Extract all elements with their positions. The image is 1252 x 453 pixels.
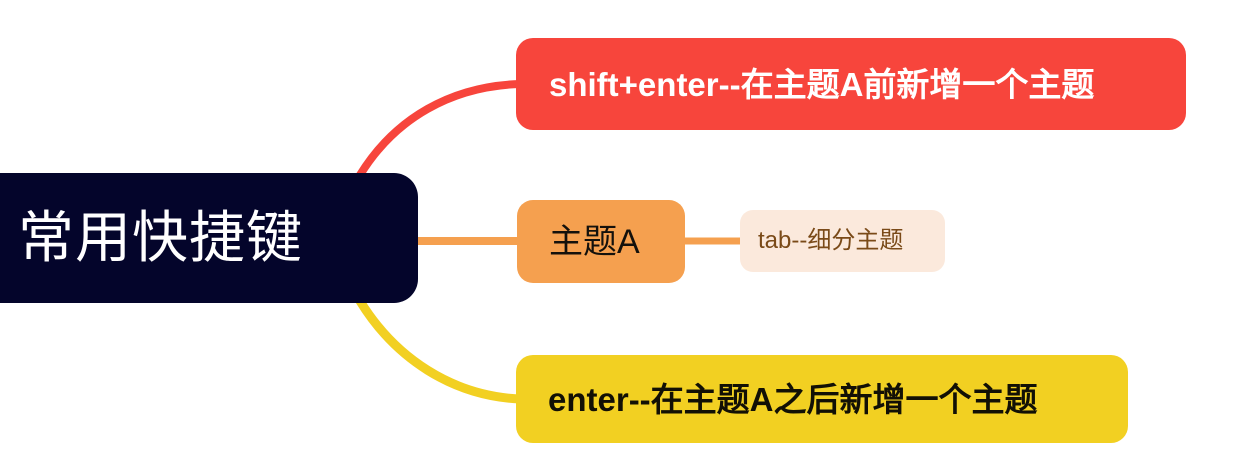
branch-node-topic-a[interactable]: 主题A	[517, 200, 685, 283]
connector-root-to-enter	[355, 296, 525, 404]
branch-node-enter[interactable]: enter--在主题A之后新增一个主题	[516, 355, 1128, 443]
leaf-node-tab[interactable]: tab--细分主题	[740, 210, 945, 272]
root-node-label: 常用快捷键	[18, 206, 303, 269]
branch-node-topic-a-label: 主题A	[549, 222, 640, 261]
branch-node-shift-enter[interactable]: shift+enter--在主题A前新增一个主题	[516, 38, 1186, 130]
leaf-node-tab-label: tab--细分主题	[758, 227, 904, 254]
branch-node-shift-enter-label: shift+enter--在主题A前新增一个主题	[549, 65, 1095, 103]
connector-root-to-shift-enter	[356, 80, 524, 179]
branch-node-enter-label: enter--在主题A之后新增一个主题	[548, 380, 1038, 418]
root-node[interactable]: 常用快捷键	[0, 173, 418, 303]
